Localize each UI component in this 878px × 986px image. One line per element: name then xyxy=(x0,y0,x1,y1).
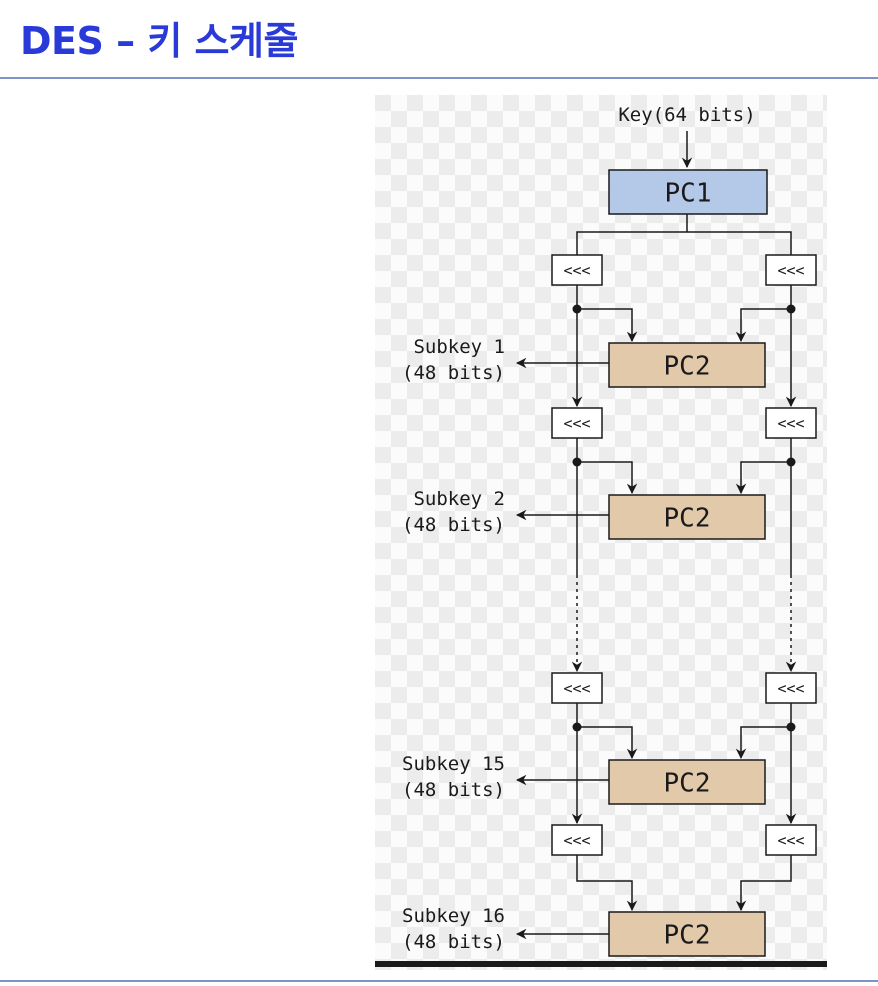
subkey-bits-4: (48 bits) xyxy=(402,931,505,953)
shift-right-4 xyxy=(765,824,817,856)
pc1-left-line xyxy=(576,231,687,255)
pc2-box-1 xyxy=(608,342,766,388)
shift-left-2 xyxy=(551,407,603,439)
junction-dot xyxy=(786,457,796,467)
key-schedule-svg: Key(64 bits) PC1 <<< <<< PC2 Subkey 1 (48 bits… xyxy=(375,95,827,970)
subkey-bits-1: (48 bits) xyxy=(402,362,505,384)
subkey-name-2: Subkey 2 xyxy=(413,488,505,510)
junction-dot xyxy=(572,457,582,467)
shift-right-2-label: <<< xyxy=(777,414,804,432)
subkey-bits-3: (48 bits) xyxy=(402,779,505,801)
final-feed-right xyxy=(735,855,792,912)
bottom-divider xyxy=(0,980,878,982)
shift-left-2-label: <<< xyxy=(563,414,590,432)
pc2-feed-right xyxy=(735,461,791,495)
pc2-feed-left xyxy=(577,308,638,343)
shift-left-1 xyxy=(551,254,603,286)
key-schedule-diagram: Key(64 bits) PC1 <<< <<< PC2 Subkey 1 (48 bits… xyxy=(375,95,827,970)
junction-dot xyxy=(572,722,582,732)
pc2-feed-right xyxy=(735,308,791,343)
page-title: DES – 키 스케줄 xyxy=(20,19,298,63)
shift-left-4-label: <<< xyxy=(563,831,590,849)
pc2-feed-left xyxy=(577,461,638,495)
pc2-box-4-label: PC2 xyxy=(664,920,711,950)
pc2-box-3 xyxy=(608,759,766,805)
pc2-box-1-label: PC2 xyxy=(664,351,711,381)
subkey-name-1: Subkey 1 xyxy=(413,336,505,358)
shift-left-3 xyxy=(551,672,603,704)
shift-left-3-label: <<< xyxy=(563,679,590,697)
subkey-name-4: Subkey 16 xyxy=(402,905,505,927)
shift-right-1 xyxy=(765,254,817,286)
junction-dot xyxy=(572,304,582,314)
shift-right-1-label: <<< xyxy=(777,261,804,279)
pc2-box-4 xyxy=(608,911,766,957)
pc1-box xyxy=(608,169,768,215)
final-feed-left xyxy=(576,855,638,912)
pc2-box-3-label: PC2 xyxy=(664,768,711,798)
pc2-feed-left xyxy=(577,726,638,760)
shift-right-4-label: <<< xyxy=(777,831,804,849)
shift-right-3-label: <<< xyxy=(777,679,804,697)
pc2-box-2-label: PC2 xyxy=(664,503,711,533)
subkey-name-3: Subkey 15 xyxy=(402,753,505,775)
pc1-right-line xyxy=(687,231,792,255)
shift-right-2 xyxy=(765,407,817,439)
diagram-base-bar xyxy=(375,961,827,967)
subkey-bits-2: (48 bits) xyxy=(402,514,505,536)
shift-left-1-label: <<< xyxy=(563,261,590,279)
pc1-box-label: PC1 xyxy=(665,178,712,208)
shift-left-4 xyxy=(551,824,603,856)
junction-dot xyxy=(786,304,796,314)
key-input-label: Key(64 bits) xyxy=(618,104,755,126)
pc2-feed-right xyxy=(735,726,791,760)
shift-right-3 xyxy=(765,672,817,704)
title-divider xyxy=(0,77,878,79)
junction-dot xyxy=(786,722,796,732)
pc2-box-2 xyxy=(608,494,766,540)
